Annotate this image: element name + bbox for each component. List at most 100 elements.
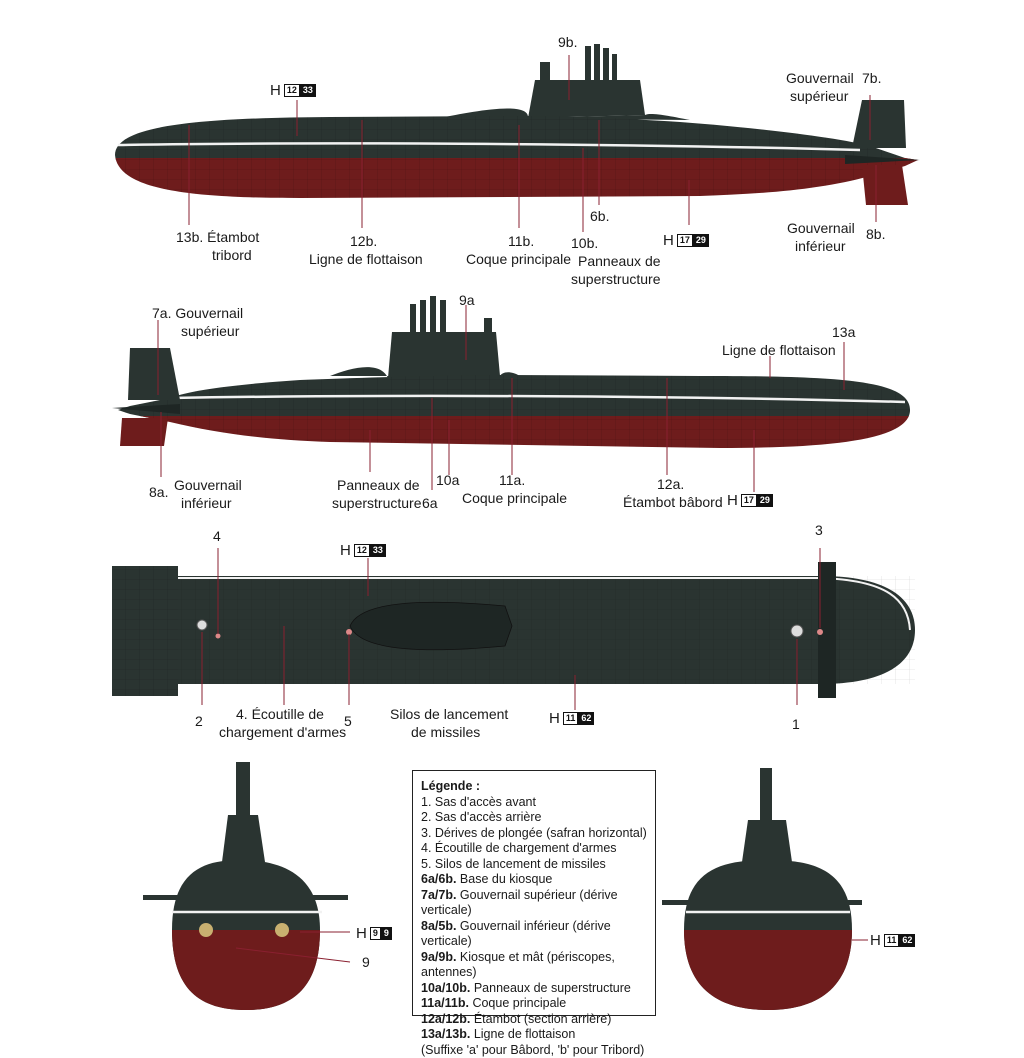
paint-code-a: 12 [354, 544, 370, 557]
legend-key: 10a/10b. [421, 981, 470, 995]
legend-item: 7a/7b. Gouvernail supérieur (dérive vert… [421, 888, 647, 919]
hatch-1 [791, 625, 803, 637]
label-10a: 10a [436, 472, 459, 489]
paint-code-top-bottom: H 11 62 [549, 710, 594, 727]
paint-code-end-right: H 11 62 [870, 932, 915, 949]
label-8b-line2: inférieur [795, 238, 846, 255]
label-11b-line2: Coque principale [466, 251, 571, 268]
legend-text: 4. Écoutille de chargement d'armes [421, 841, 617, 855]
legend-item: 2. Sas d'accès arrière [421, 810, 647, 826]
label-13a: 13a [832, 324, 855, 341]
label-top-4: 4 [213, 528, 221, 545]
paint-h: H [727, 492, 738, 509]
label-8a-line2: inférieur [181, 495, 232, 512]
label-10b-line1: 10b. [571, 235, 598, 252]
legend-item: 6a/6b. Base du kiosque [421, 872, 647, 888]
paint-code-b: 29 [693, 234, 709, 247]
legend-key: 7a/7b. [421, 888, 456, 902]
legend-text: 5. Silos de lancement de missiles [421, 857, 606, 871]
paint-h: H [340, 542, 351, 559]
label-panneaux-a-line2: superstructure [332, 495, 421, 512]
legend-item: (Suffixe 'a' pour Bâbord, 'b' pour Tribo… [421, 1043, 647, 1058]
label-7b-line2: supérieur [790, 88, 848, 105]
paint-code-a: 12 [284, 84, 300, 97]
label-12b-line1: 12b. [350, 233, 377, 250]
label-12a-line2: Étambot bâbord [623, 494, 723, 511]
label-top-1: 1 [792, 716, 800, 733]
paint-code-a: 11 [563, 712, 579, 725]
legend-item: 1. Sas d'accès avant [421, 795, 647, 811]
legend-text: Ligne de flottaison [474, 1027, 575, 1041]
sail-starboard [528, 80, 645, 118]
label-6b: 6b. [590, 208, 609, 225]
paint-code-port: H 17 29 [727, 492, 773, 509]
paint-code-b: 62 [899, 934, 915, 947]
paint-h: H [270, 82, 281, 99]
top-view [112, 562, 915, 698]
label-10b-line3: superstructure [571, 271, 660, 288]
submarine-diagram: 9b. H 12 33 Gouvernail 7b. supérieur 13b… [0, 0, 1024, 1024]
paint-h: H [663, 232, 674, 249]
legend-key: 12a/12b. [421, 1012, 470, 1026]
legend-item: 12a/12b. Étambot (section arrière) [421, 1012, 647, 1028]
legend-key: 8a/5b. [421, 919, 456, 933]
label-end-9: 9 [362, 954, 370, 971]
legend-key: 11a/11b. [421, 996, 469, 1010]
paint-code-a: 9 [370, 927, 381, 940]
legend-text: 1. Sas d'accès avant [421, 795, 536, 809]
paint-h: H [549, 710, 560, 727]
label-7a-line1: 7a. Gouvernail [152, 305, 243, 322]
paint-code-starboard-bottom: H 17 29 [663, 232, 709, 249]
legend-key: 6a/6b. [421, 872, 456, 886]
label-12a-line1: 12a. [657, 476, 684, 493]
label-silos-line1: Silos de lancement [390, 706, 508, 723]
legend-item: 13a/13b. Ligne de flottaison [421, 1027, 647, 1043]
legend-text: (Suffixe 'a' pour Bâbord, 'b' pour Tribo… [421, 1043, 644, 1057]
legend-item: 3. Dérives de plongée (safran horizontal… [421, 826, 647, 842]
paint-code-b: 9 [381, 927, 392, 940]
legend-text: Base du kiosque [460, 872, 552, 886]
label-11b-line1: 11b. [508, 233, 534, 250]
label-panneaux-a-line1: Panneaux de [337, 477, 420, 494]
label-7a-line2: supérieur [181, 323, 239, 340]
label-8b-line1: Gouvernail [787, 220, 855, 237]
legend-text: Coque principale [472, 996, 566, 1010]
paint-code-end-left: H 9 9 [356, 925, 392, 942]
paint-h: H [870, 932, 881, 949]
label-7b-line1: Gouvernail [786, 70, 854, 87]
label-10b-line2: Panneaux de [578, 253, 661, 270]
label-top-4-line2: chargement d'armes [219, 724, 346, 741]
rudder-upper-port [128, 348, 180, 400]
paint-code-b: 33 [300, 84, 316, 97]
label-top-5: 5 [344, 713, 352, 730]
label-silos-line2: de missiles [411, 724, 480, 741]
label-9b: 9b. [558, 34, 577, 51]
label-8b: 8b. [866, 226, 885, 243]
legend-item: 10a/10b. Panneaux de superstructure [421, 981, 647, 997]
legend-item: 11a/11b. Coque principale [421, 996, 647, 1012]
legend-item: 5. Silos de lancement de missiles [421, 857, 647, 873]
end-view-front [662, 768, 862, 1010]
paint-code-top-view: H 12 33 [340, 542, 386, 559]
legend-item: 4. Écoutille de chargement d'armes [421, 841, 647, 857]
paint-code-a: 17 [677, 234, 693, 247]
rudder-upper-starboard [852, 100, 906, 148]
label-7b-title: 7b. [862, 70, 881, 87]
legend-key: 9a/9b. [421, 950, 456, 964]
label-top-4-line1: 4. Écoutille de [236, 706, 324, 723]
label-top-2: 2 [195, 713, 203, 730]
label-12b-line2: Ligne de flottaison [309, 251, 423, 268]
paint-code-b: 62 [578, 712, 594, 725]
paint-code-a: 11 [884, 934, 900, 947]
legend-box: Légende : 1. Sas d'accès avant 2. Sas d'… [412, 770, 656, 1016]
label-top-3: 3 [815, 522, 823, 539]
label-6a: 6a [422, 495, 438, 512]
legend-item: 9a/9b. Kiosque et mât (périscopes, anten… [421, 950, 647, 981]
end-view-rear [143, 762, 348, 1010]
rudder-lower-starboard [862, 165, 908, 205]
label-flottaison-a: Ligne de flottaison [722, 342, 836, 359]
label-13b-line1: 13b. Étambot [176, 229, 259, 246]
paint-code-a: 17 [741, 494, 757, 507]
label-9a: 9a [459, 292, 475, 309]
legend-title: Légende : [421, 779, 647, 795]
